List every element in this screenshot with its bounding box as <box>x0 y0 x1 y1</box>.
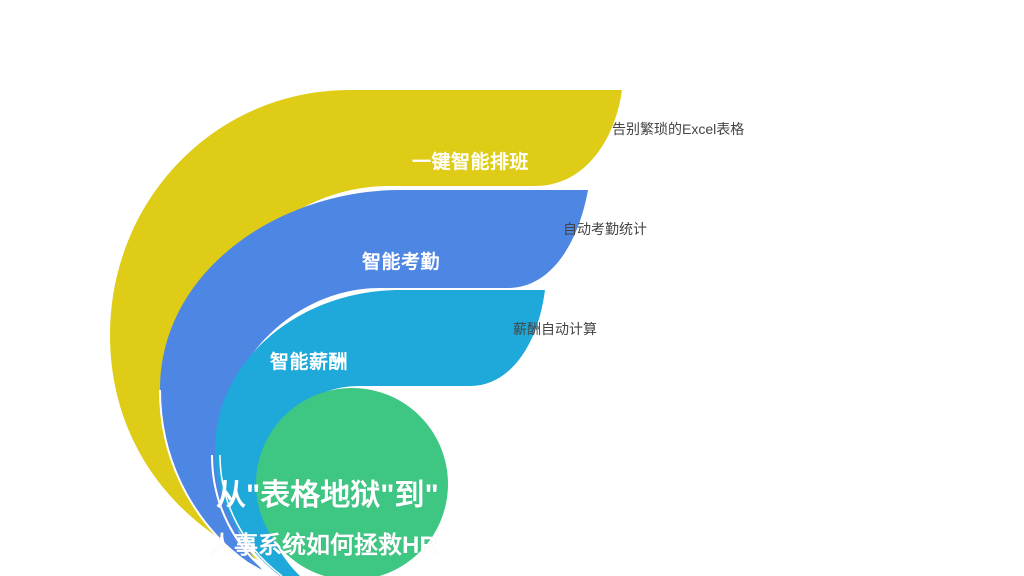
band-blue <box>160 190 588 570</box>
note-payroll: 薪酬自动计算 <box>513 321 597 337</box>
headline-line-2: 人事系统如何拯救HR <box>210 532 437 559</box>
band-yellow <box>110 90 622 560</box>
headline-line-1: 从"表格地狱"到" <box>216 479 439 512</box>
title-clip: 从"表格地狱"到" 人事系统如何拯救HR <box>0 0 460 576</box>
note-attendance: 自动考勤统计 <box>563 221 647 237</box>
core-circle <box>256 388 448 576</box>
band-label-payroll: 智能薪酬 <box>270 352 349 373</box>
band-label-scheduling: 一键智能排班 <box>412 152 530 173</box>
band-cyan-outline-2 <box>219 454 283 576</box>
band-cyan <box>215 290 545 576</box>
band-label-attendance: 智能考勤 <box>362 252 441 273</box>
note-scheduling: 告别繁琐的Excel表格 <box>612 121 745 137</box>
band-cyan-outline <box>211 454 273 576</box>
band-blue-outline <box>159 389 241 559</box>
